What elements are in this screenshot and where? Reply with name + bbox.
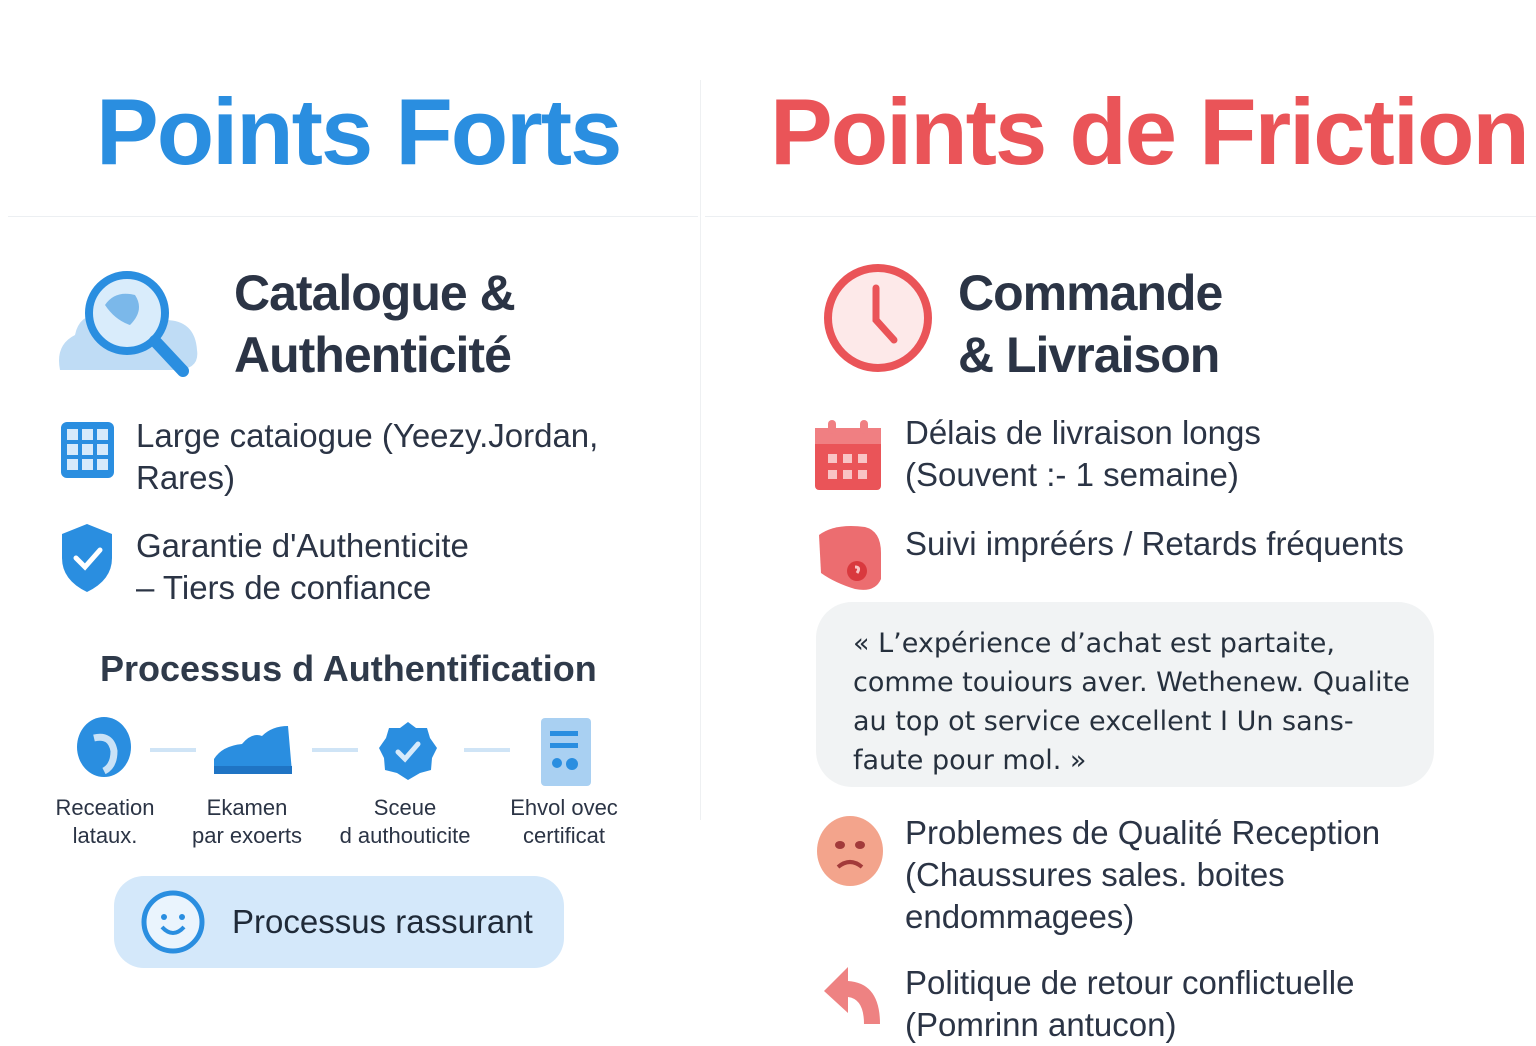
item-text: Rares) xyxy=(136,459,236,496)
list-item: Problemes de Qualité Reception (Chaussur… xyxy=(905,812,1380,938)
item-text: – Tiers de confiance xyxy=(136,569,432,606)
step-connector xyxy=(464,748,510,752)
list-item: Garantie d'Authenticite – Tiers de confi… xyxy=(136,525,469,609)
divider xyxy=(8,216,698,217)
section-title: Catalogue & Authenticité xyxy=(234,262,516,386)
step-line: par exoerts xyxy=(191,823,303,848)
section-title-line: Commande xyxy=(958,265,1223,321)
divider xyxy=(705,216,1536,217)
customer-quote: « L’expérience d’achat est partaite, com… xyxy=(816,602,1434,787)
process-title: Processus d Authentification xyxy=(100,648,597,689)
package-alert-icon xyxy=(819,526,881,590)
badge-label: Processus rassurant xyxy=(232,903,533,940)
step-line: d authouticite xyxy=(339,823,471,848)
list-item: Délais de livraison longs (Souvent :- 1 … xyxy=(905,412,1261,496)
strengths-title: Points Forts xyxy=(96,79,622,184)
item-text: Large cataiogue (Yeezy.Jordan, xyxy=(136,417,599,454)
step-line: certificat xyxy=(523,823,605,848)
step-line: Ekamen xyxy=(206,795,288,820)
item-text: Problemes de Qualité Reception xyxy=(905,814,1381,851)
item-text: (Souvent :- 1 semaine) xyxy=(905,456,1239,493)
item-text: Délais de livraison longs xyxy=(905,414,1261,451)
item-text: Garantie d'Authenticite xyxy=(136,527,469,564)
sad-face-icon xyxy=(817,816,883,886)
step-label: Receation lataux. xyxy=(30,794,180,850)
column-divider xyxy=(700,80,701,820)
return-arrow-icon xyxy=(824,967,880,1024)
item-text: (Pomrinn antucon) xyxy=(905,1006,1177,1043)
reassuring-badge: Processus rassurant xyxy=(114,876,564,968)
receive-icon xyxy=(77,717,131,777)
step-line: Receation xyxy=(55,795,155,820)
list-item: Suivi impréérs / Retards fréquents xyxy=(905,525,1404,562)
section-title-line: Catalogue & xyxy=(234,265,516,321)
step-connector xyxy=(312,748,358,752)
section-title: Commande & Livraison xyxy=(958,262,1223,386)
step-line: Sceue xyxy=(373,795,437,820)
calendar-icon xyxy=(815,420,881,490)
step-line: Ehvol ovec xyxy=(510,795,618,820)
smile-icon xyxy=(141,890,205,954)
section-title-line: Authenticité xyxy=(234,327,512,383)
step-label: Sceue d authouticite xyxy=(330,794,480,850)
shield-check-icon xyxy=(62,524,112,592)
step-label: Ehvol ovec certificat xyxy=(489,794,639,850)
magnifier-globe-icon xyxy=(59,271,198,377)
sneaker-icon xyxy=(214,726,292,774)
item-text: (Chaussures sales. boites xyxy=(905,856,1285,893)
list-item: Large cataiogue (Yeezy.Jordan, Rares) xyxy=(136,415,598,499)
step-label: Ekamen par exoerts xyxy=(172,794,322,850)
friction-title: Points de Friction xyxy=(770,79,1530,184)
grid-icon xyxy=(61,422,114,478)
step-line: lataux. xyxy=(72,823,138,848)
certificate-icon xyxy=(541,718,591,786)
clock-icon xyxy=(824,264,932,372)
step-connector xyxy=(150,748,196,752)
list-item: Politique de retour conflictuelle (Pomri… xyxy=(905,962,1354,1046)
item-text: Politique de retour conflictuelle xyxy=(905,964,1355,1001)
item-text: endommagees) xyxy=(905,898,1135,935)
section-title-line: & Livraison xyxy=(958,327,1220,383)
verified-badge-icon xyxy=(379,722,437,780)
